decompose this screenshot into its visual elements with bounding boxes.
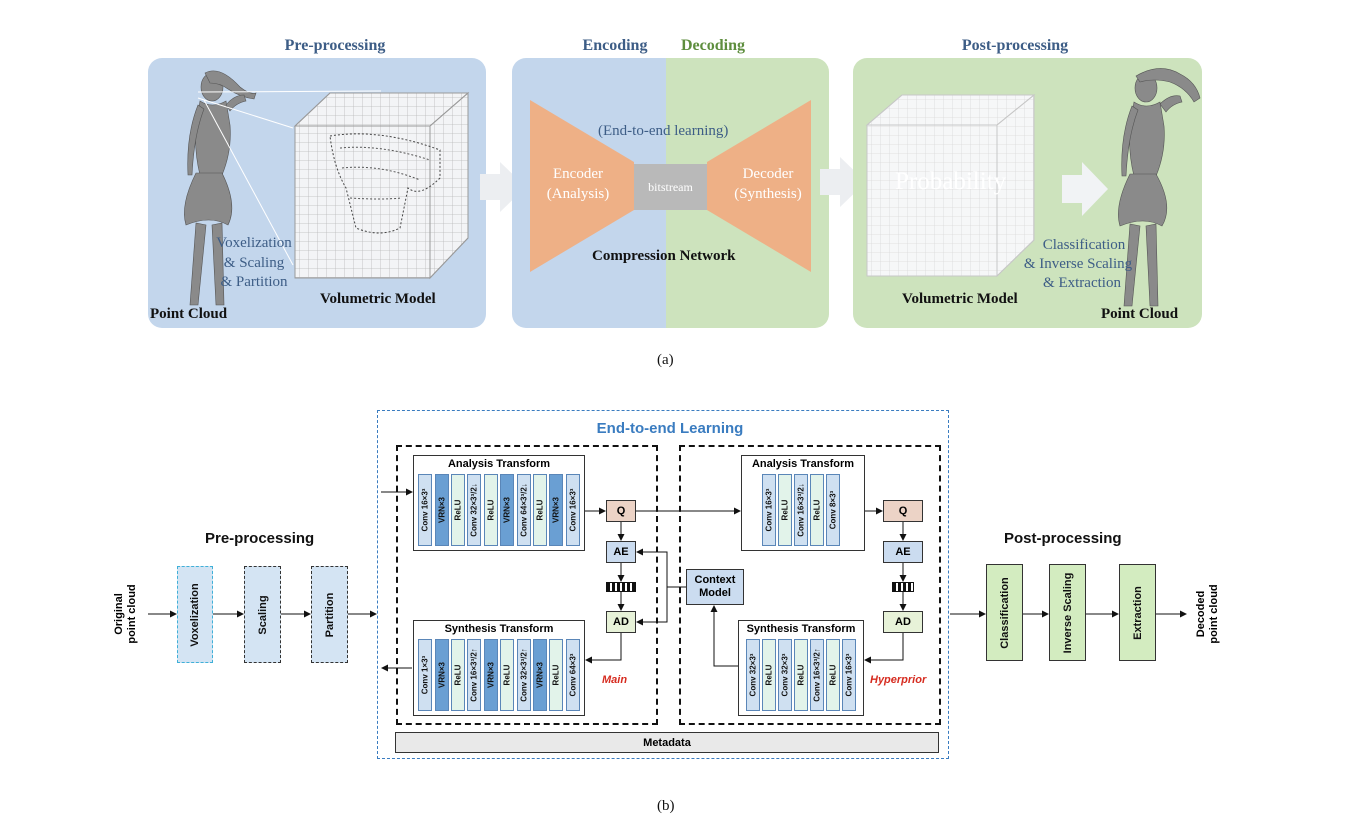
voxelization-label-2: & Scaling [223, 255, 285, 271]
hyper-analysis-layer: Conv 16×3³ [762, 474, 776, 546]
end-to-end-box [377, 410, 949, 759]
context-model-box: Context Model [686, 569, 744, 605]
encoder-label-1: Encoder [553, 166, 603, 182]
volumetric-cube-right [865, 93, 1036, 278]
main-analysis-layer: VRN×3 [549, 474, 564, 546]
main-synthesis-layer: Conv 1×3³ [418, 639, 433, 711]
hyper-analysis-title: Analysis Transform [751, 458, 855, 470]
classification-label-2: & Inverse Scaling [1023, 256, 1133, 272]
scaling-box: Scaling [244, 566, 281, 663]
partition-box: Partition [311, 566, 348, 663]
big-arrow-1 [480, 162, 526, 212]
bitstream-label: bitstream [648, 180, 693, 194]
codec-shapes [530, 100, 811, 272]
caption-a: (a) [657, 352, 674, 368]
context-model-label-1: Context [694, 574, 736, 586]
voxelization-label-1: Voxelization [216, 235, 292, 251]
post-processing-title: Post-processing [961, 37, 1069, 54]
classification-label-1: Classification [1042, 237, 1126, 253]
main-analysis-layer: ReLU [483, 474, 498, 546]
hyper-q-box: Q [883, 500, 923, 522]
point-cloud-left-label: Point Cloud [150, 306, 228, 322]
main-synthesis-layer: ReLU [500, 639, 515, 711]
volumetric-model-left-label: Volumetric Model [320, 291, 436, 307]
decoder-label-2: (Synthesis) [734, 186, 802, 202]
main-dashed-box [396, 445, 658, 725]
zoom-lines [197, 90, 382, 266]
main-q-box: Q [606, 500, 636, 522]
hyper-bitstream-icon [892, 582, 914, 592]
caption-b: (b) [657, 798, 675, 814]
main-analysis-title: Analysis Transform [447, 458, 551, 470]
main-analysis-layer: Conv 64×3³/2↓ [516, 474, 531, 546]
hyper-analysis-layer: ReLU [810, 474, 824, 546]
volumetric-model-right-label: Volumetric Model [902, 291, 1018, 307]
hyper-analysis-layer: Conv 16×3³/2↓ [794, 474, 808, 546]
main-bitstream-icon [606, 582, 636, 592]
main-analysis-layer: Conv 16×3³ [418, 474, 433, 546]
compression-network-label: Compression Network [592, 248, 736, 264]
end-to-end-label: (End-to-end learning) [598, 123, 729, 139]
main-analysis-layer: Conv 32×3³/2↓ [467, 474, 482, 546]
main-synthesis-layer: ReLU [549, 639, 564, 711]
main-synthesis-layer: VRN×3 [483, 639, 498, 711]
main-synthesis-layer: Conv 64×3³ [565, 639, 580, 711]
post-processing-title-b: Post-processing [1004, 530, 1122, 547]
main-analysis-layer: VRN×3 [500, 474, 515, 546]
hyper-synthesis-layer: ReLU [762, 639, 776, 711]
point-cloud-figure-right [1118, 68, 1201, 307]
hyper-synthesis-layer: Conv 32×3³ [746, 639, 760, 711]
hyper-ae-box: AE [883, 541, 923, 563]
hyperprior-label: Hyperprior [870, 674, 927, 686]
main-ae-box: AE [606, 541, 636, 563]
hyper-analysis-layer: Conv 8×3³ [826, 474, 840, 546]
point-cloud-right-label: Point Cloud [1101, 306, 1179, 322]
probability-label: Probability [895, 168, 1007, 195]
hyper-synthesis-layer: Conv 16×3³/2↑ [810, 639, 824, 711]
hyper-analysis-layer: ReLU [778, 474, 792, 546]
decoding-title: Decoding [681, 37, 745, 54]
main-analysis-layer: ReLU [451, 474, 465, 546]
hyper-synthesis-layer: Conv 16×3³ [842, 639, 856, 711]
encoder-label-2: (Analysis) [546, 186, 610, 202]
encoding-title: Encoding [582, 37, 648, 54]
hyper-ad-box: AD [883, 611, 923, 633]
classification-box: Classification [986, 564, 1023, 661]
end-to-end-title: End-to-end Learning [596, 420, 744, 437]
main-analysis-layer: ReLU [533, 474, 547, 546]
volumetric-cube-left [293, 91, 470, 280]
main-ad-box: AD [606, 611, 636, 633]
main-synthesis-layer: ReLU [451, 639, 465, 711]
main-analysis-layer: VRN×3 [434, 474, 449, 546]
big-arrow-3 [1062, 162, 1108, 216]
main-synthesis-layer: Conv 16×3³/2↑ [467, 639, 482, 711]
hyper-synthesis-layer: ReLU [794, 639, 808, 711]
main-synthesis-layer: Conv 32×3³/2↑ [516, 639, 531, 711]
hyper-synthesis-layer: Conv 32×3³ [778, 639, 792, 711]
main-label: Main [602, 674, 628, 686]
big-arrow-2 [820, 157, 866, 207]
metadata-bar: Metadata [395, 732, 939, 753]
main-synthesis-title: Synthesis Transform [444, 623, 554, 635]
voxelization-box: Voxelization [177, 566, 213, 663]
extraction-box: Extraction [1119, 564, 1156, 661]
pre-processing-title: Pre-processing [284, 37, 386, 54]
pre-processing-title-b: Pre-processing [205, 530, 315, 547]
inverse-scaling-box: Inverse Scaling [1049, 564, 1086, 661]
main-analysis-layer: Conv 16×3³ [565, 474, 580, 546]
classification-label-3: & Extraction [1043, 275, 1121, 291]
decoder-label-1: Decoder [742, 166, 794, 182]
hyper-synthesis-title: Synthesis Transform [746, 623, 856, 635]
hyperprior-dashed-box [679, 445, 941, 725]
hyper-synthesis-layer: ReLU [826, 639, 840, 711]
main-synthesis-layer: VRN×3 [533, 639, 547, 711]
main-synthesis-layer: VRN×3 [434, 639, 449, 711]
voxelization-label-3: & Partition [220, 274, 288, 290]
context-model-label-2: Model [699, 587, 731, 599]
